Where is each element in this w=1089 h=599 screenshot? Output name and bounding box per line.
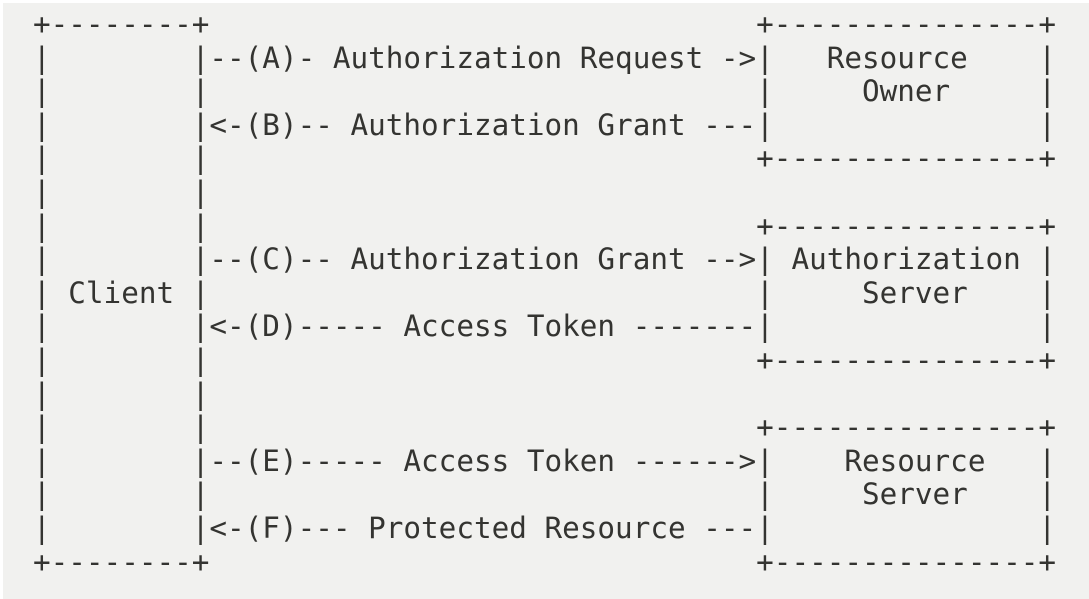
row-flow-e: | |--(E)----- Access Token ------>| Reso… [33,443,1057,478]
row-flow-f: | |<-(F)--- Protected Resource ---| | [33,510,1057,545]
row-flow-b: | |<-(B)-- Authorization Grant ---| | [33,107,1057,142]
row-flow-d: | |<-(D)----- Access Token -------| | [33,309,1057,344]
row-borders-top: +--------+ +---------------+ [33,7,1057,41]
row-flow-a: | |--(A)- Authorization Request ->| Reso… [33,40,1057,75]
row-client-and-authorization-server-labels: | Client | | Server | [33,275,1057,310]
diagram-canvas: +--------+ +---------------+ | |--(A)- A… [3,3,1089,599]
row-borders-bottom: +--------+ +---------------+ [33,544,1057,579]
row-client-wall-upper: | | [33,174,210,209]
row-authorization-server-border-top: | | +---------------+ [33,208,1057,243]
row-resource-server-border-top: | | +---------------+ [33,410,1057,445]
oauth-abstract-flow-diagram: +--------+ +---------------+ | |--(A)- A… [33,7,1057,579]
row-flow-c: | |--(C)-- Authorization Grant -->| Auth… [33,242,1057,277]
row-client-wall-lower: | | [33,376,210,411]
row-resource-owner-label: | | | Owner | [33,74,1057,109]
row-authorization-server-border-bottom: | | +---------------+ [33,342,1057,377]
row-resource-owner-border-bottom: | | +---------------+ [33,141,1057,176]
row-resource-server-label: | | | Server | [33,477,1057,512]
